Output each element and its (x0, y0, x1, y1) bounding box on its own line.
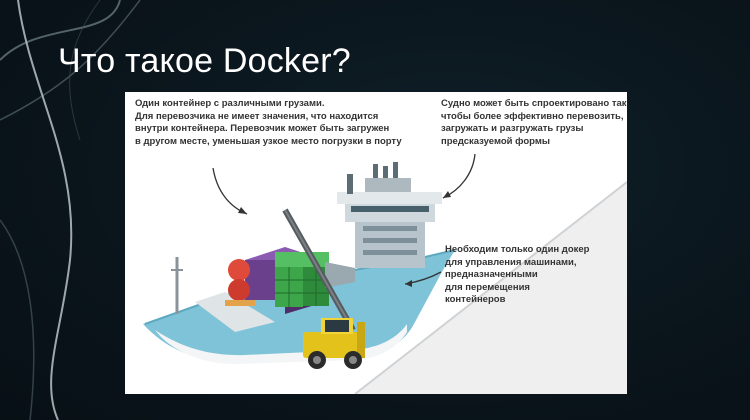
caption-container: Один контейнер с различными грузами. Для… (135, 98, 402, 147)
forklift (303, 318, 365, 369)
ship-illustration (143, 153, 627, 394)
illustration-panel: Один контейнер с различными грузами. Для… (125, 92, 627, 394)
caption-dock: Необходим только один докер для управлен… (445, 244, 590, 305)
ship-funnel (347, 174, 353, 194)
caption-ship: Судно может быть спроектировано так, что… (441, 98, 627, 147)
arrow-container (212, 167, 248, 215)
slide-title: Что такое Docker? (58, 42, 351, 80)
ship-deck (195, 292, 275, 332)
cargo-red-ball (228, 259, 250, 281)
ship-bridge (325, 162, 442, 288)
dock-edge (354, 181, 627, 394)
